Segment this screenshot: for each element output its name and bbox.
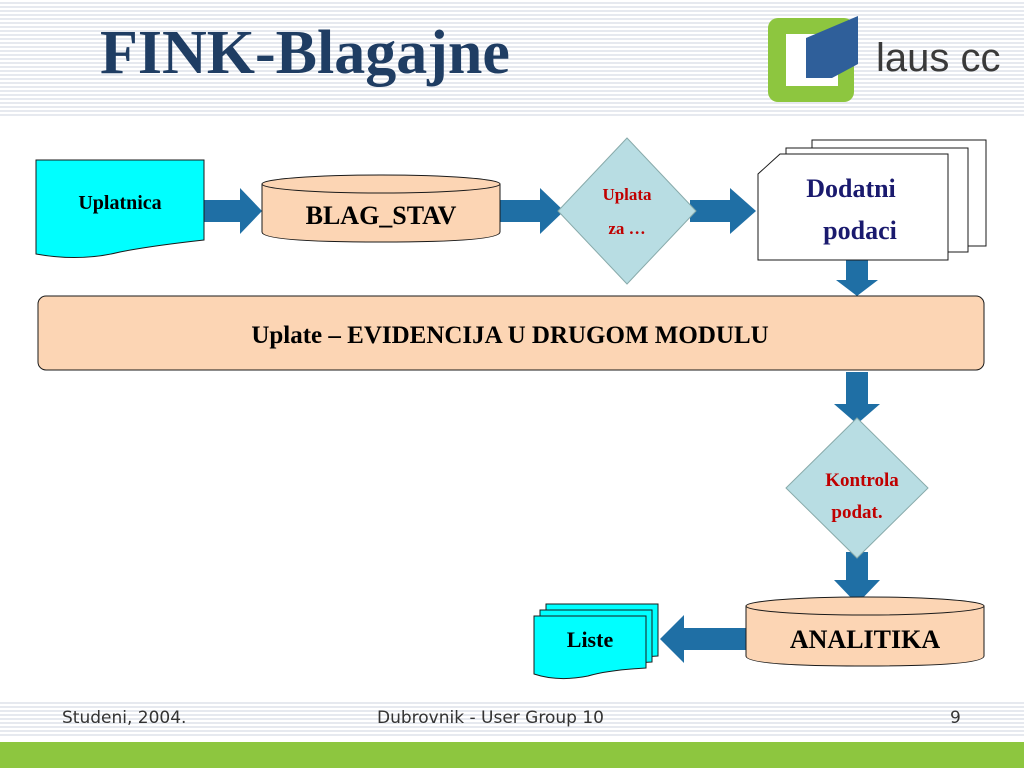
uplatnica-label: Uplatnica	[78, 192, 161, 214]
logo-text: laus cc	[876, 36, 1001, 80]
blagstav-label: BLAG_STAV	[306, 201, 457, 230]
kontrola-label-line2: podat.	[831, 502, 882, 523]
analitika-label: ANALITIKA	[790, 625, 940, 654]
footer-date: Studeni, 2004.	[62, 708, 187, 728]
footer-event: Dubrovnik - User Group 10	[377, 708, 604, 728]
liste-label: Liste	[567, 627, 614, 652]
footer-accent-bar	[0, 742, 1024, 768]
blagstav-storage-shape	[261, 174, 501, 243]
analitika-storage-shape	[745, 596, 985, 667]
laus-logo-icon	[768, 16, 858, 102]
arrow-uplatnica-to-blagstav	[204, 188, 262, 234]
footer-page-number: 9	[950, 708, 961, 728]
slide-title: FINK-Blagajne	[100, 19, 510, 87]
arrow-dodatni-to-evidencija	[836, 260, 878, 296]
arrow-blagstav-to-uplata	[500, 188, 564, 234]
kontrola-label-line1: Kontrola	[825, 470, 899, 491]
uplata-label-line2: za …	[608, 219, 645, 238]
dodatni-label-line2: podaci	[823, 216, 897, 245]
dodatni-podaci-multidoc-shape	[757, 139, 987, 261]
kontrola-decision-shape	[785, 417, 929, 559]
uplata-label-line1: Uplata	[602, 185, 652, 204]
evidencija-process-shape	[37, 295, 985, 371]
liste-multidoc-shape	[533, 603, 659, 680]
dodatni-label-line1: Dodatni	[806, 174, 896, 203]
arrow-uplata-to-dodatni	[690, 188, 756, 234]
footer-band	[0, 700, 1024, 736]
uplata-decision-shape	[557, 137, 697, 285]
uplatnica-document-shape	[35, 159, 205, 259]
arrow-kontrola-to-analitika	[834, 552, 880, 604]
arrow-analitika-to-liste	[660, 615, 748, 663]
arrow-evidencija-to-kontrola	[834, 372, 880, 424]
evidencija-label: Uplate – EVIDENCIJA U DRUGOM MODULU	[251, 322, 768, 349]
